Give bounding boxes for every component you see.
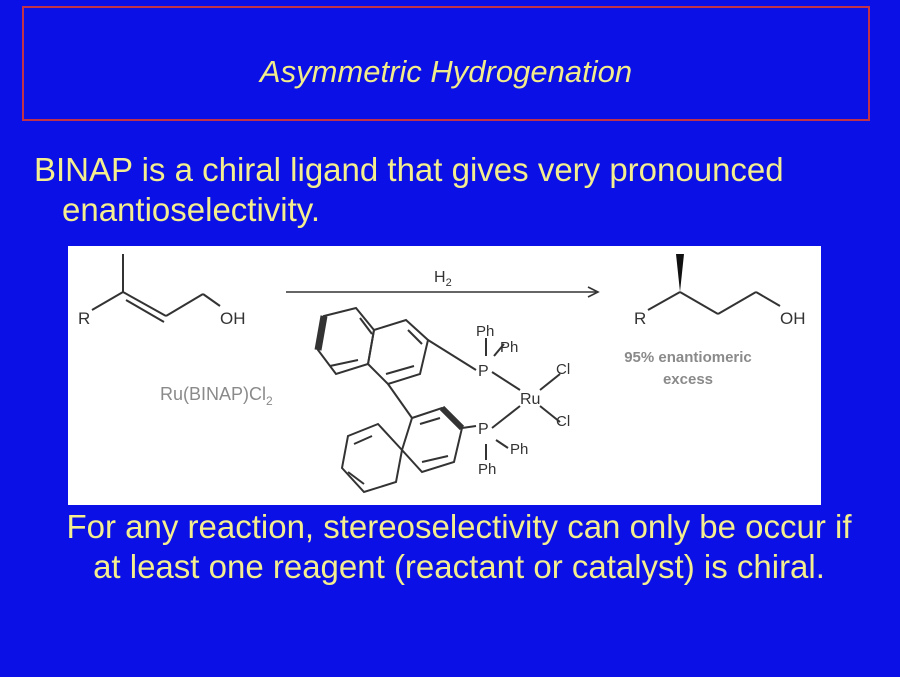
title-box: Asymmetric Hydrogenation <box>22 6 870 121</box>
product-r-label: R <box>634 309 646 328</box>
wedge-bond <box>676 254 684 292</box>
cl-label-1: Cl <box>556 361 570 378</box>
arrow-reagent: H2 <box>434 269 452 289</box>
cl-label-2: Cl <box>556 413 570 430</box>
reaction-scheme-svg: R OH H2 R OH 95% enantiomeric excess <box>78 254 806 494</box>
product-oh-label: OH <box>780 309 806 328</box>
binap-structure <box>314 306 561 494</box>
p-top-label: P <box>478 363 489 380</box>
product-structure <box>647 291 781 315</box>
reactant-oh-label: OH <box>220 309 246 328</box>
ee-line1: 95% enantiomeric <box>624 349 752 366</box>
ee-line2: excess <box>663 371 713 388</box>
paragraph-binap: BINAP is a chiral ligand that gives very… <box>34 150 884 230</box>
paragraph-binap-line2: enantioselectivity. <box>62 191 321 228</box>
slide-title: Asymmetric Hydrogenation <box>259 54 633 89</box>
ph-label-4: Ph <box>478 461 496 478</box>
reaction-figure: R OH H2 R OH 95% enantiomeric excess <box>68 246 821 505</box>
ru-label: Ru <box>520 391 540 408</box>
reactant-r-label: R <box>78 309 90 328</box>
ph-label-2: Ph <box>500 339 518 356</box>
reaction-arrow <box>286 286 600 298</box>
paragraph-stereoselectivity-line2: at least one reagent (reactant or cataly… <box>93 548 825 585</box>
paragraph-binap-line1: BINAP is a chiral ligand that gives very… <box>34 151 784 188</box>
ph-label-1: Ph <box>476 323 494 340</box>
paragraph-stereoselectivity: For any reaction, stereoselectivity can … <box>34 507 884 587</box>
ph-label-3: Ph <box>510 441 528 458</box>
paragraph-stereoselectivity-line1: For any reaction, stereoselectivity can … <box>66 508 852 545</box>
p-bottom-label: P <box>478 421 489 438</box>
reactant-structure <box>91 254 221 323</box>
catalyst-name: Ru(BINAP)Cl2 <box>160 384 273 408</box>
